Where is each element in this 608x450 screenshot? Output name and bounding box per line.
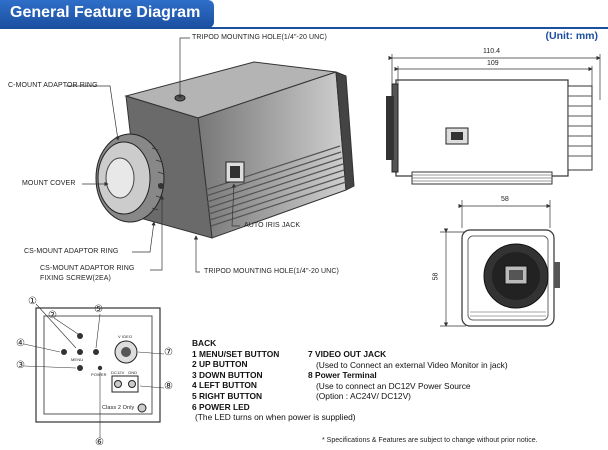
video-text: V IDEO — [118, 334, 133, 339]
cs-mount-label: CS-MOUNT ADAPTOR RING — [24, 248, 119, 255]
menu-text: MENU — [71, 357, 84, 362]
legend-title: BACK — [192, 338, 217, 348]
camera-3d-view — [95, 61, 355, 239]
camera-side-view — [386, 79, 593, 185]
cs-screw-label-2: FIXING SCREW(2EA) — [40, 275, 111, 282]
unit-label: (Unit: mm) — [545, 30, 599, 42]
back-panel — [35, 307, 161, 423]
dim-width: 58 — [501, 196, 509, 203]
page-title: General Feature Diagram — [10, 4, 201, 21]
down-button — [77, 365, 83, 371]
legend-item: 6 POWER LED — [192, 401, 250, 412]
legend-note: (Used to Connect an external Video Monit… — [316, 359, 508, 370]
legend-item: 7 VIDEO OUT JACK — [308, 349, 387, 359]
tripod-bottom-label: TRIPOD MOUNTING HOLE(1/4"-20 UNC) — [204, 268, 339, 275]
legend-item: 3 DOWN BUTTON — [192, 369, 263, 380]
up-button — [77, 333, 83, 339]
legend-item: 5 RIGHT BUTTON — [192, 390, 263, 401]
dim-length-total: 110.4 — [483, 48, 500, 55]
menu-set-button — [77, 349, 83, 355]
right-button — [93, 349, 99, 355]
legend-item: 8 Power Terminal — [308, 370, 377, 381]
header-rule — [0, 27, 608, 29]
mount-cover-label: MOUNT COVER — [22, 180, 76, 187]
marker-2: ② — [48, 310, 58, 321]
marker-1: ① — [28, 296, 38, 307]
fixing-screw — [158, 183, 164, 189]
dim-height: 58 — [432, 272, 440, 281]
legend-left: BACK 1 MENU/SET BUTTON 2 UP BUTTON 3 DOW… — [192, 338, 356, 423]
marker-5: ⑤ — [94, 304, 104, 315]
dc12v-text: DC12V — [111, 370, 125, 375]
legend-item: 1 MENU/SET BUTTON — [192, 348, 280, 359]
marker-4: ④ — [16, 338, 26, 349]
power-text: POWER — [91, 372, 107, 377]
marker-3: ③ — [16, 360, 26, 371]
camera-front-view — [461, 229, 560, 327]
legend-note: (The LED turns on when power is supplied… — [195, 412, 356, 423]
tripod-hole-top — [174, 94, 186, 102]
tripod-top-label: TRIPOD MOUNTING HOLE(1/4"-20 UNC) — [192, 34, 327, 41]
cs-screw-label-1: CS-MOUNT ADAPTOR RING — [40, 265, 135, 272]
gnd-text: GND — [128, 370, 138, 375]
footnote: * Specifications & Features are subject … — [322, 437, 538, 444]
auto-iris-label: AUTO IRIS JACK — [244, 222, 301, 229]
legend-item: 2 UP BUTTON — [192, 359, 248, 370]
marker-7: ⑦ — [164, 347, 174, 358]
legend-note: (Option : AC24V/ DC12V) — [316, 391, 411, 402]
power-led — [97, 365, 103, 371]
dimension-lines — [388, 54, 601, 327]
legend-right: 7 VIDEO OUT JACK (Used to Connect an ext… — [308, 349, 508, 402]
dim-length-body: 109 — [487, 60, 499, 67]
marker-6: ⑥ — [95, 437, 105, 448]
c-mount-label: C-MOUNT ADAPTOR RING — [8, 82, 98, 89]
class2-text: Class 2 Only — [102, 405, 135, 411]
header-banner: General Feature Diagram — [0, 0, 214, 28]
legend-item: 4 LEFT BUTTON — [192, 380, 257, 391]
marker-8: ⑧ — [164, 381, 174, 392]
left-button — [61, 349, 67, 355]
power-terminal — [111, 375, 139, 393]
legend-note: (Use to connect an DC12V Power Source — [316, 380, 471, 391]
